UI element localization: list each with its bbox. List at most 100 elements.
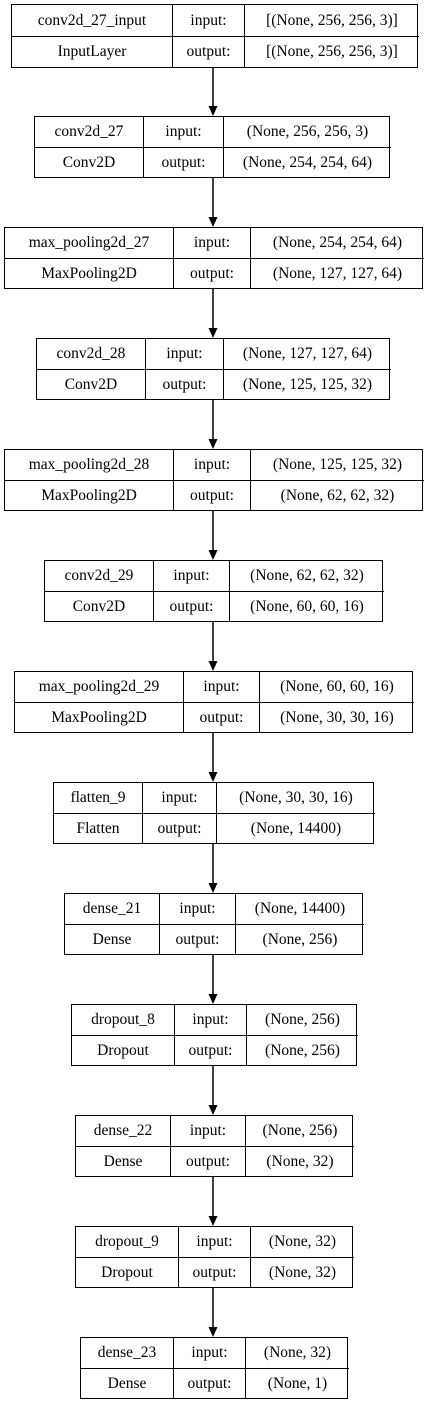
layer-name: conv2d_29	[64, 567, 134, 584]
output-label: output:	[172, 36, 244, 67]
layer-type: Dense	[65, 924, 159, 954]
input-label: input:	[173, 1338, 245, 1368]
input-label: input:	[174, 1005, 246, 1035]
layer-type: InputLayer	[12, 36, 172, 67]
layer-type: MaxPooling2D	[15, 702, 183, 732]
layer-type: Dropout	[76, 1257, 178, 1287]
output-shape: (None, 125, 125, 32)	[223, 369, 391, 399]
layer-node-max-pooling2d-29: max_pooling2d_29 input:(None, 60, 60, 16)…	[14, 671, 414, 733]
output-label: output:	[143, 147, 223, 177]
layer-node-conv2d-27: conv2d_27 input:(None, 256, 256, 3) Conv2D…	[34, 116, 391, 178]
layer-type: Dense	[81, 1368, 173, 1398]
input-shape: (None, 256)	[246, 1005, 358, 1035]
layer-node-max-pooling2d-28: max_pooling2d_28 input:(None, 125, 125, 3…	[4, 449, 424, 511]
input-label: input:	[143, 117, 223, 147]
layer-name: dense_21	[82, 900, 142, 917]
layer-type: Conv2D	[35, 147, 143, 177]
input-shape: (None, 32)	[250, 1227, 354, 1257]
output-shape: (None, 1)	[245, 1368, 349, 1398]
input-shape: [(None, 256, 256, 3)]	[244, 5, 419, 36]
output-shape: (None, 127, 127, 64)	[250, 258, 424, 288]
layer-name: conv2d_28	[56, 345, 126, 362]
input-shape: (None, 256)	[245, 1116, 354, 1146]
input-shape: (None, 14400)	[235, 894, 364, 924]
layer-node-flatten-9: flatten_9 input:(None, 30, 30, 16) Flatten…	[53, 782, 375, 844]
arrowhead-icon	[208, 994, 218, 1004]
output-label: output:	[173, 480, 250, 510]
layer-type: Dropout	[72, 1035, 174, 1065]
layer-node-max-pooling2d-27: max_pooling2d_27 input:(None, 254, 254, 6…	[4, 227, 424, 289]
input-label: input:	[183, 672, 259, 702]
arrowhead-icon	[208, 1327, 218, 1337]
output-shape: [(None, 256, 256, 3)]	[244, 36, 419, 67]
layer-type: Conv2D	[45, 591, 153, 621]
layer-type: Dense	[76, 1146, 170, 1176]
layer-name: dropout_9	[95, 1233, 159, 1250]
input-label: input:	[159, 894, 235, 924]
input-shape: (None, 125, 125, 32)	[250, 450, 424, 480]
input-label: input:	[172, 5, 244, 36]
output-shape: (None, 32)	[250, 1257, 354, 1287]
arrowhead-icon	[208, 661, 218, 671]
arrowhead-icon	[208, 883, 218, 893]
input-label: input:	[170, 1116, 245, 1146]
input-shape: (None, 254, 254, 64)	[250, 228, 424, 258]
input-shape: (None, 127, 127, 64)	[223, 339, 391, 369]
arrowhead-icon	[208, 328, 218, 338]
output-label: output:	[183, 702, 259, 732]
input-shape: (None, 256, 256, 3)	[223, 117, 391, 147]
layer-type: MaxPooling2D	[5, 480, 173, 510]
arrowhead-icon	[208, 106, 218, 116]
output-shape: (None, 30, 30, 16)	[259, 702, 414, 732]
arrowhead-icon	[208, 550, 218, 560]
output-label: output:	[173, 1368, 245, 1398]
layer-name: max_pooling2d_28	[28, 456, 150, 473]
input-shape: (None, 30, 30, 16)	[216, 783, 375, 813]
layer-type: Flatten	[54, 813, 142, 843]
layer-node-conv2d-27-input: conv2d_27_input input:[(None, 256, 256, 3…	[11, 4, 419, 68]
layer-name: dense_23	[97, 1344, 157, 1361]
output-shape: (None, 14400)	[216, 813, 375, 843]
arrowhead-icon	[208, 439, 218, 449]
output-label: output:	[145, 369, 223, 399]
input-label: input:	[142, 783, 216, 813]
input-label: input:	[173, 450, 250, 480]
layer-name: dense_22	[93, 1122, 153, 1139]
output-label: output:	[170, 1146, 245, 1176]
layer-name: dropout_8	[91, 1011, 155, 1028]
output-shape: (None, 256)	[235, 924, 364, 954]
layer-name: max_pooling2d_29	[38, 678, 160, 695]
input-label: input:	[173, 228, 250, 258]
output-shape: (None, 32)	[245, 1146, 354, 1176]
input-label: input:	[153, 561, 229, 591]
output-label: output:	[142, 813, 216, 843]
output-label: output:	[173, 258, 250, 288]
output-label: output:	[174, 1035, 246, 1065]
output-label: output:	[153, 591, 229, 621]
layer-type: Conv2D	[37, 369, 145, 399]
output-shape: (None, 256)	[246, 1035, 358, 1065]
layer-name: conv2d_27_input	[37, 11, 147, 29]
input-label: input:	[178, 1227, 250, 1257]
arrowhead-icon	[208, 1105, 218, 1115]
arrowhead-icon	[208, 1216, 218, 1226]
arrowhead-icon	[208, 772, 218, 782]
layer-type: MaxPooling2D	[5, 258, 173, 288]
layer-name: conv2d_27	[54, 123, 124, 140]
layer-name: max_pooling2d_27	[28, 234, 150, 251]
output-shape: (None, 254, 254, 64)	[223, 147, 391, 177]
input-shape: (None, 32)	[245, 1338, 349, 1368]
output-shape: (None, 62, 62, 32)	[250, 480, 424, 510]
output-label: output:	[159, 924, 235, 954]
input-shape: (None, 62, 62, 32)	[229, 561, 384, 591]
layer-name: flatten_9	[70, 789, 126, 806]
input-shape: (None, 60, 60, 16)	[259, 672, 414, 702]
